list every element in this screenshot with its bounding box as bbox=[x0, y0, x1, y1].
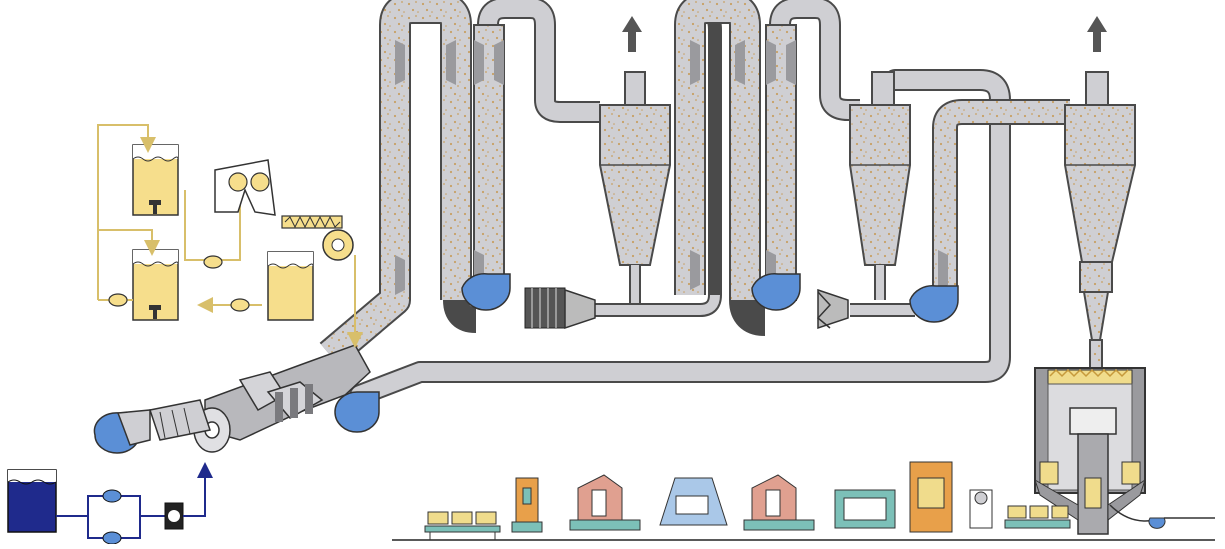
production-machine-3 bbox=[569, 474, 641, 531]
furnace bbox=[1034, 367, 1215, 535]
production-machine-8 bbox=[969, 489, 993, 529]
water-supply bbox=[7, 462, 213, 545]
dryer-mill bbox=[93, 344, 380, 454]
production-machine-9 bbox=[1004, 505, 1071, 529]
production-machine-7 bbox=[909, 461, 953, 533]
blower-fan-2 bbox=[751, 273, 801, 311]
feed-system bbox=[97, 124, 363, 348]
heat-exchanger-2 bbox=[816, 288, 915, 330]
return-duct bbox=[349, 69, 1011, 406]
exhaust-arrow-1 bbox=[622, 16, 642, 52]
exhaust-arrow-2 bbox=[1087, 16, 1107, 52]
production-line bbox=[392, 461, 1215, 541]
production-machine-2 bbox=[511, 477, 543, 533]
riser-duct-stage-2 bbox=[674, 0, 860, 336]
blower-fan-3 bbox=[909, 285, 959, 323]
production-machine-4 bbox=[659, 477, 728, 526]
riser-duct-stage-3 bbox=[932, 99, 1070, 295]
cyclone-separator-2 bbox=[849, 71, 911, 300]
production-machine-6 bbox=[834, 489, 896, 529]
production-machine-1 bbox=[424, 511, 501, 540]
production-machine-5 bbox=[743, 474, 815, 531]
blower-fan-1 bbox=[461, 273, 511, 311]
cyclone-separator-1 bbox=[599, 71, 671, 305]
cyclone-separator-3 bbox=[1064, 71, 1136, 369]
